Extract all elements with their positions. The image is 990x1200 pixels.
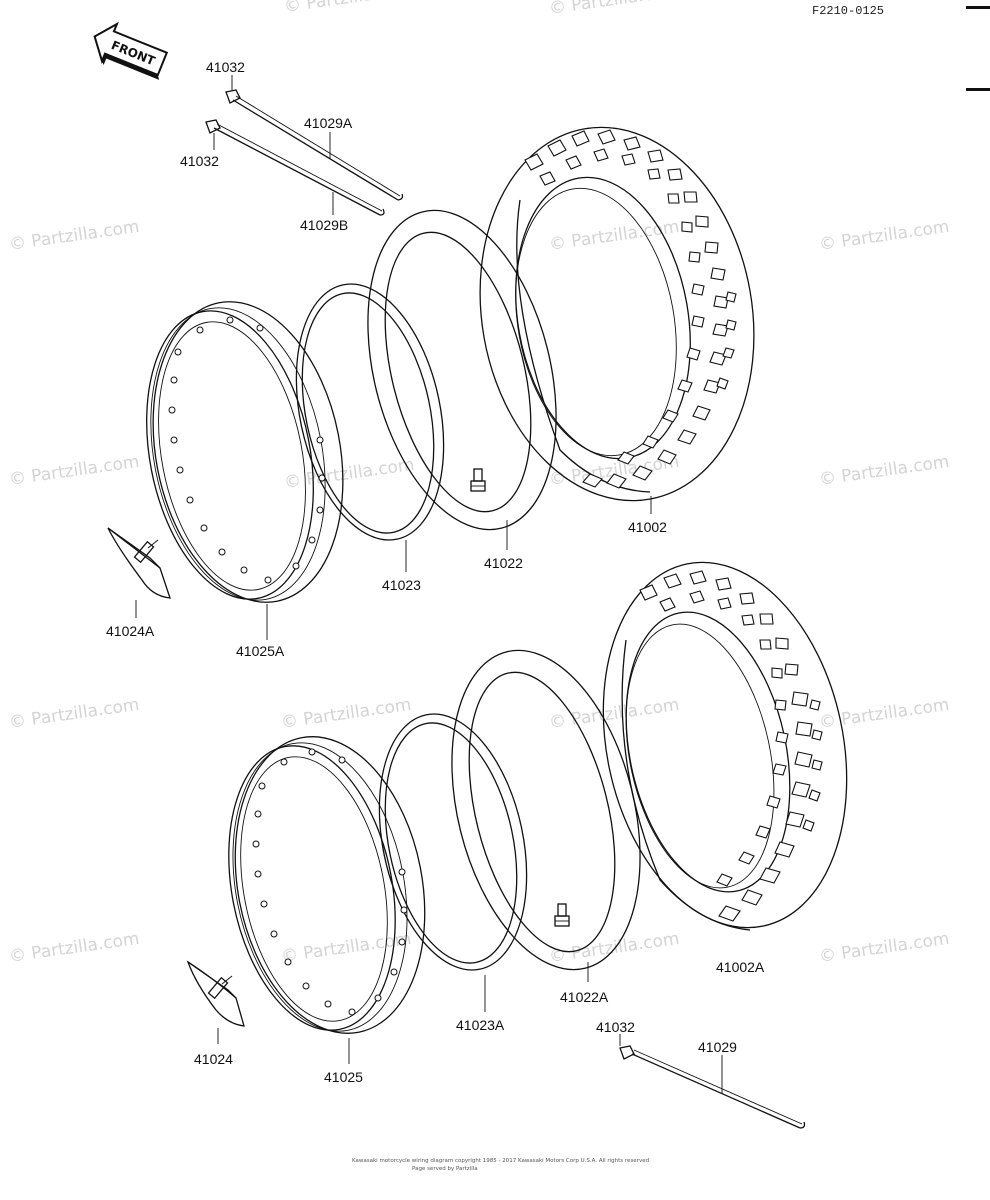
rim-41025	[228, 736, 426, 1034]
part-label-41032-top2: 41032	[180, 153, 219, 169]
watermark: © Partzilla.com	[8, 929, 141, 967]
rim-41025a	[146, 301, 344, 603]
watermark: © Partzilla.com	[818, 452, 951, 490]
watermark: © Partzilla.com	[818, 217, 951, 255]
valve-stem-icon	[470, 468, 486, 492]
watermark: © Partzilla.com	[818, 695, 951, 733]
footer-line-1: Kawasaki motorcycle wiring diagram copyr…	[352, 1158, 649, 1164]
watermark: © Partzilla.com	[8, 217, 141, 255]
diagram-code: F2210-0125	[812, 4, 884, 18]
watermark: © Partzilla.com	[280, 695, 413, 733]
tread-icon	[524, 129, 737, 489]
spoke-holes-icon	[252, 748, 408, 1016]
part-label-41023a: 41023A	[456, 1017, 505, 1033]
footer-line-2: Page served by Partzilla	[412, 1166, 478, 1172]
rim-lock-41024	[186, 960, 245, 1027]
part-label-41023: 41023	[382, 577, 421, 593]
watermark: © Partzilla.com	[548, 929, 681, 967]
watermark: © Partzilla.com	[283, 455, 416, 493]
front-arrow-icon: FRONT	[93, 21, 169, 80]
rim-band-41023	[295, 283, 445, 541]
watermark: © Partzilla.com	[8, 695, 141, 733]
watermark: © Partzilla.com	[8, 452, 141, 490]
rim-band-41023a	[378, 713, 528, 971]
part-label-41025a: 41025A	[236, 643, 285, 659]
spoke-nipple-icon	[205, 119, 221, 134]
spoke-nipple-icon	[619, 1045, 635, 1060]
spoke-41029b	[205, 119, 385, 216]
tire-41002a	[602, 561, 848, 931]
tube-41022	[367, 209, 557, 531]
leader-lines	[135, 75, 723, 1094]
part-label-41002a: 41002A	[716, 959, 765, 975]
part-label-41029a: 41029A	[304, 115, 353, 131]
corner-mark-mid	[966, 88, 990, 91]
watermark: © Partzilla.com	[548, 217, 681, 255]
part-label-41002: 41002	[628, 519, 667, 535]
tube-41022a	[451, 649, 641, 971]
part-label-41032-bottom: 41032	[596, 1019, 635, 1035]
watermark: © Partzilla.com	[818, 929, 951, 967]
tread-icon	[639, 570, 823, 922]
part-label-41029: 41029	[698, 1039, 737, 1055]
part-label-41032-top1: 41032	[206, 59, 245, 75]
watermark: © Partzilla.com	[548, 695, 681, 733]
part-label-41025: 41025	[324, 1069, 363, 1085]
part-label-41024: 41024	[194, 1051, 233, 1067]
watermark: © Partzilla.com	[548, 0, 681, 19]
corner-mark-top	[966, 6, 990, 9]
spoke-holes-icon	[168, 316, 326, 584]
part-label-41022: 41022	[484, 555, 523, 571]
part-label-41024a: 41024A	[106, 623, 155, 639]
rim-lock-41024a	[107, 527, 171, 599]
part-label-41029b: 41029B	[300, 217, 348, 233]
spoke-nipple-icon	[225, 89, 241, 104]
spoke-41029	[619, 1045, 806, 1129]
tire-41002	[479, 126, 755, 502]
valve-stem-icon	[554, 903, 570, 927]
spoke-41029a	[225, 89, 404, 201]
part-label-41022a: 41022A	[560, 989, 609, 1005]
watermark: © Partzilla.com	[283, 0, 416, 17]
watermark: © Partzilla.com	[280, 929, 413, 967]
